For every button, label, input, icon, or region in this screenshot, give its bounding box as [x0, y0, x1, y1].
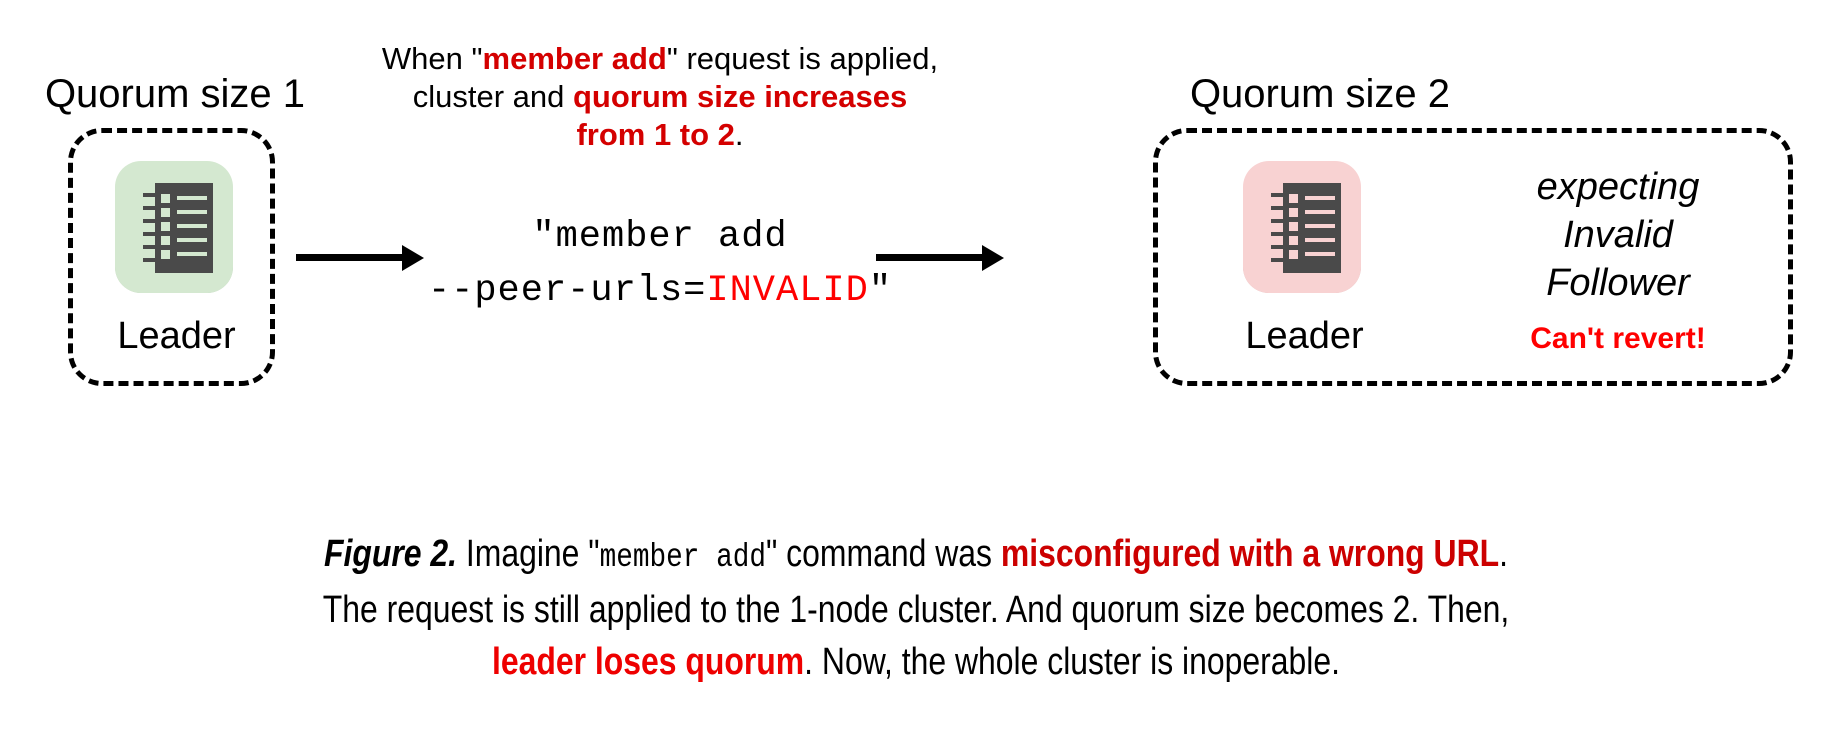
- caption-l1-t1: Imagine ": [456, 533, 600, 575]
- command-text: "member add --peer-urls=INVALID": [380, 210, 940, 318]
- annotation-l1c: " request is applied,: [666, 41, 939, 76]
- left-cluster-box: Leader: [68, 128, 275, 386]
- caption-line-3: leader loses quorum. Now, the whole clus…: [147, 636, 1686, 688]
- caption-l1-t2: " command was: [765, 533, 1001, 575]
- caption-line-2: The request is still applied to the 1-no…: [322, 589, 1510, 631]
- right-cluster-title: Quorum size 2: [1189, 72, 1451, 116]
- annotation-text: When "member add" request is applied, cl…: [360, 40, 960, 154]
- arrow-right-icon: [296, 243, 426, 273]
- command-close-quote: ": [868, 270, 893, 312]
- cant-revert-alert: Can't revert!: [1530, 322, 1706, 355]
- left-node-label: Leader: [117, 315, 236, 357]
- follower-status-text: expecting Invalid Follower: [1458, 163, 1778, 307]
- caption-line-1: Figure 2. Imagine "member add" command w…: [147, 528, 1686, 584]
- annotation-l3c: .: [734, 117, 744, 152]
- annotation-l1b: member add: [482, 41, 667, 76]
- caption-l3-text: . Now, the whole cluster is inoperable.: [804, 641, 1341, 683]
- caption-l3-highlight: leader loses quorum: [491, 641, 805, 683]
- caption-l1-highlight: misconfigured with a wrong URL: [1000, 533, 1500, 575]
- figure-caption: Figure 2. Imagine "member add" command w…: [147, 528, 1686, 688]
- status-line-1: expecting: [1536, 166, 1700, 208]
- caption-l1-mono: member add: [599, 539, 766, 576]
- server-icon: [115, 161, 233, 293]
- command-flag: --peer-urls=: [427, 270, 707, 312]
- annotation-l2b: quorum size increases: [573, 79, 908, 114]
- status-line-2: Invalid: [1563, 214, 1673, 256]
- command-invalid-value: INVALID: [706, 270, 869, 312]
- server-icon: [1243, 161, 1361, 293]
- annotation-l3b: from 1 to 2: [576, 117, 735, 152]
- command-line-1: "member add: [532, 216, 788, 258]
- right-cluster-box: Leader expecting Invalid Follower Can't …: [1153, 128, 1793, 386]
- command-line-2: --peer-urls=INVALID": [380, 264, 940, 318]
- left-cluster-title: Quorum size 1: [44, 72, 306, 116]
- status-line-3: Follower: [1546, 262, 1690, 304]
- caption-l1-t3: .: [1499, 533, 1509, 575]
- arrow-right-icon-2: [876, 243, 1006, 273]
- annotation-l1a: When ": [381, 41, 483, 76]
- right-node-label: Leader: [1245, 315, 1364, 357]
- caption-figure-number: Figure 2.: [323, 533, 457, 575]
- annotation-l2a: cluster and: [412, 79, 573, 114]
